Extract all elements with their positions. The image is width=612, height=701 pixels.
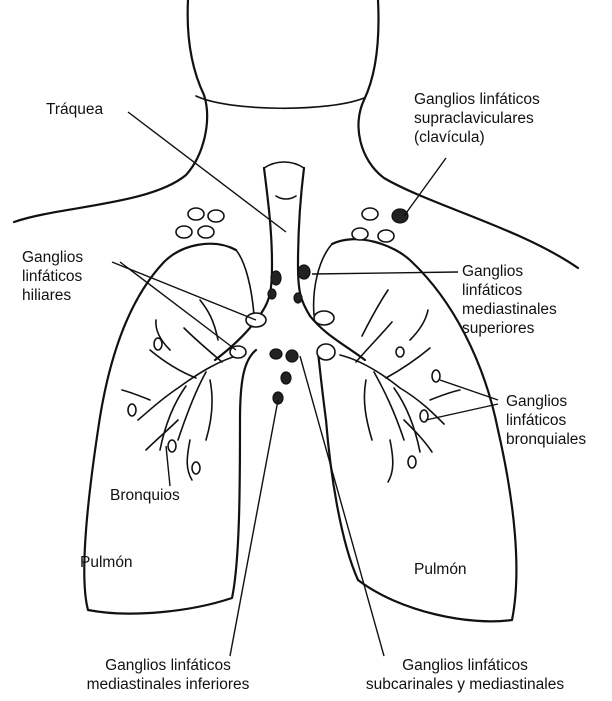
left-bronchial-tree — [122, 300, 240, 480]
label-subcarinal-nodes: Ganglios linfáticos subcarinales y media… — [342, 656, 588, 694]
label-line: Ganglios linfáticos — [58, 656, 278, 675]
label-bronchi: Bronquios — [110, 486, 180, 505]
label-line: hiliares — [22, 286, 83, 305]
label-bronchial-nodes: Ganglios linfáticos bronquiales — [506, 392, 586, 449]
right-bronchial-tree — [340, 290, 460, 482]
label-left-lung: Pulmón — [80, 553, 133, 572]
label-line: (clavícula) — [414, 128, 540, 147]
label-line: mediastinales inferiores — [58, 675, 278, 694]
label-hilar-nodes: Ganglios linfáticos hiliares — [22, 248, 83, 305]
right-supraclavicular-nodes — [352, 208, 408, 242]
label-supraclavicular-nodes: Ganglios linfáticos supraclaviculares (c… — [414, 90, 540, 147]
label-inferior-mediastinal-nodes: Ganglios linfáticos mediastinales inferi… — [58, 656, 278, 694]
label-line: Ganglios linfáticos — [414, 90, 540, 109]
label-line: subcarinales y mediastinales — [342, 675, 588, 694]
label-line: mediastinales — [462, 300, 557, 319]
neck-outline — [14, 0, 207, 222]
superior-mediastinal-nodes — [268, 265, 310, 303]
label-line: linfáticos — [462, 281, 557, 300]
subcarinal-nodes — [270, 344, 335, 404]
label-line: linfáticos — [506, 411, 586, 430]
label-line: Ganglios — [506, 392, 586, 411]
chin-curve — [196, 96, 364, 108]
label-line: supraclaviculares — [414, 109, 540, 128]
label-line: bronquiales — [506, 430, 586, 449]
label-line: linfáticos — [22, 267, 83, 286]
label-line: Ganglios — [462, 262, 557, 281]
label-right-lung: Pulmón — [414, 560, 467, 579]
label-line: superiores — [462, 319, 557, 338]
left-supraclavicular-nodes — [176, 208, 224, 238]
label-superior-mediastinal-nodes: Ganglios linfáticos mediastinales superi… — [462, 262, 557, 338]
label-line: Ganglios — [22, 248, 83, 267]
label-line: Ganglios linfáticos — [342, 656, 588, 675]
label-trachea: Tráquea — [46, 100, 103, 119]
